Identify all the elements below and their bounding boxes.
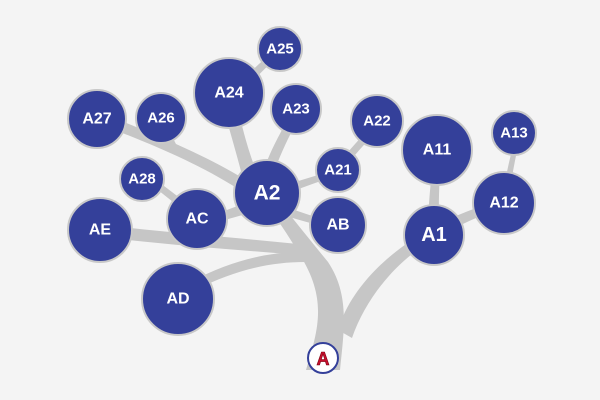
node-label: A21 — [324, 162, 352, 179]
node-a11[interactable]: A11 — [401, 114, 473, 186]
node-circle — [119, 156, 165, 202]
node-a23[interactable]: A23 — [270, 83, 322, 135]
root-node: A — [307, 342, 339, 374]
node-a26[interactable]: A26 — [135, 92, 187, 144]
node-label: A24 — [214, 85, 243, 102]
node-circle — [309, 196, 367, 254]
branch-trunk-ad — [190, 252, 305, 290]
node-a21[interactable]: A21 — [315, 147, 361, 193]
node-label: A28 — [128, 171, 156, 188]
node-label: A11 — [423, 142, 452, 159]
node-label: A22 — [363, 113, 391, 130]
node-circle — [166, 188, 228, 250]
node-circle — [491, 110, 537, 156]
root-circle[interactable] — [307, 342, 339, 374]
node-label: AD — [166, 291, 189, 308]
node-circle — [315, 147, 361, 193]
node-circle — [401, 114, 473, 186]
node-circle — [135, 92, 187, 144]
node-label: AC — [185, 211, 209, 228]
node-a1[interactable]: A1 — [403, 204, 465, 266]
node-circle — [141, 262, 215, 336]
node-label: A1 — [421, 224, 447, 246]
node-circle — [270, 83, 322, 135]
node-label: A26 — [147, 110, 175, 127]
node-ae[interactable]: AE — [67, 197, 133, 263]
node-circle — [350, 94, 404, 148]
node-a27[interactable]: A27 — [67, 89, 127, 149]
node-label: A27 — [82, 111, 111, 128]
node-label: A13 — [500, 125, 528, 142]
node-label: A25 — [266, 41, 294, 58]
node-circle — [257, 26, 303, 72]
node-a12[interactable]: A12 — [472, 171, 536, 235]
node-label: A23 — [282, 101, 310, 118]
branch-trunk-a2 — [262, 196, 344, 370]
node-label: A12 — [489, 195, 518, 212]
node-circle — [67, 89, 127, 149]
branch-trunk-a1 — [338, 232, 430, 338]
node-circle — [472, 171, 536, 235]
node-a24[interactable]: A24 — [193, 57, 265, 129]
node-a22[interactable]: A22 — [350, 94, 404, 148]
root-label: A — [317, 349, 330, 369]
node-ac[interactable]: AC — [166, 188, 228, 250]
node-label: A2 — [254, 182, 281, 205]
node-circle — [233, 159, 301, 227]
node-label: AB — [326, 217, 349, 234]
node-circle — [67, 197, 133, 263]
node-ad[interactable]: AD — [141, 262, 215, 336]
node-label: AE — [89, 222, 112, 239]
node-circle — [193, 57, 265, 129]
node-ab[interactable]: AB — [309, 196, 367, 254]
node-a28[interactable]: A28 — [119, 156, 165, 202]
node-a13[interactable]: A13 — [491, 110, 537, 156]
node-a2[interactable]: A2 — [233, 159, 301, 227]
node-circle — [403, 204, 465, 266]
node-a25[interactable]: A25 — [257, 26, 303, 72]
